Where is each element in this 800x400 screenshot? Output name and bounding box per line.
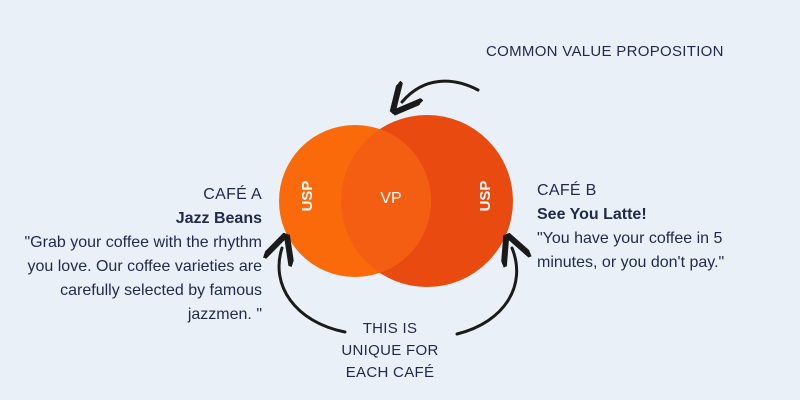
cafe-a-block: CAFÉ A Jazz Beans "Grab your coffee with… bbox=[22, 186, 263, 327]
venn-overlap bbox=[341, 125, 431, 277]
unique-line-1: THIS IS bbox=[362, 320, 418, 337]
unique-line-2: UNIQUE FOR bbox=[341, 342, 439, 359]
unique-line-3: EACH CAFÉ bbox=[345, 364, 435, 381]
vp-label: VP bbox=[380, 190, 401, 207]
cafe-b-name: See You Latte! bbox=[537, 206, 647, 223]
left-usp-label: USP bbox=[299, 181, 316, 212]
cafe-a-label: CAFÉ A bbox=[203, 186, 262, 203]
cafe-b-label: CAFÉ B bbox=[537, 182, 597, 199]
right-usp-label: USP bbox=[477, 181, 494, 212]
unique-for-each-cafe-label: THIS IS UNIQUE FOR EACH CAFÉ bbox=[300, 318, 480, 384]
common-value-proposition-label: COMMON VALUE PROPOSITION bbox=[486, 43, 724, 60]
cafe-a-quote: "Grab your coffee with the rhythm you lo… bbox=[24, 234, 263, 323]
cafe-b-quote: "You have your coffee in 5 minutes, or y… bbox=[537, 230, 725, 271]
arrow-to-right-usp bbox=[455, 248, 517, 336]
arrow-to-vp bbox=[402, 79, 480, 102]
arrow-to-left-usp bbox=[279, 248, 347, 334]
cafe-a-name: Jazz Beans bbox=[175, 210, 262, 227]
cafe-b-block: CAFÉ B See You Latte! "You have your cof… bbox=[537, 182, 757, 275]
